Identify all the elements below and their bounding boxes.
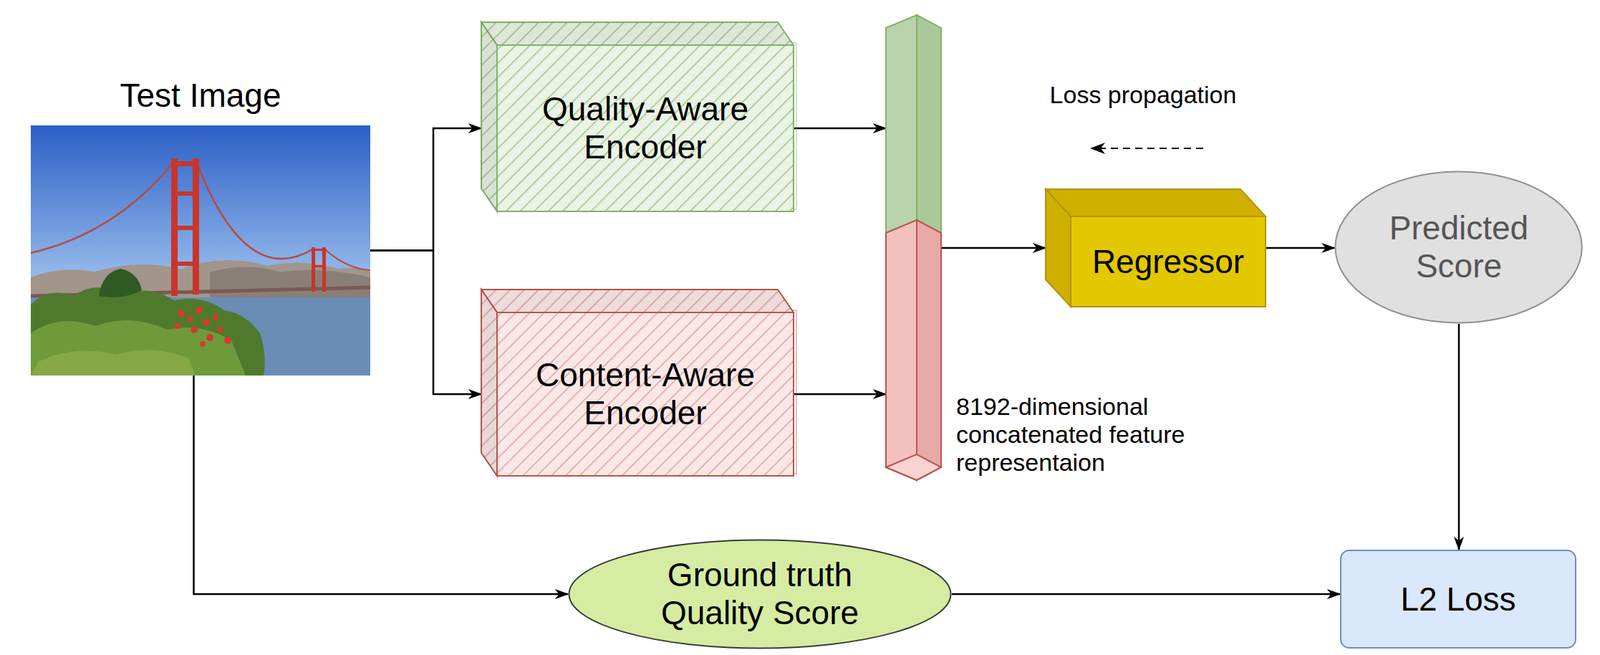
node-label: 8192-dimensional concatenated feature re… xyxy=(956,392,1200,477)
flower xyxy=(224,336,232,344)
connector-arrow xyxy=(370,250,482,395)
cube-shade xyxy=(481,22,794,46)
sky xyxy=(30,125,371,376)
vector-cap xyxy=(885,454,942,480)
bridge-tower xyxy=(171,161,200,167)
flower xyxy=(177,309,185,317)
flower xyxy=(212,314,219,321)
node-label: Predicted Score xyxy=(1369,209,1549,286)
annotation-label: Loss propagation xyxy=(1049,80,1237,109)
node-label: Ground truth Quality Score xyxy=(652,555,868,632)
text-area: L2 Loss xyxy=(1340,549,1577,649)
flower xyxy=(199,340,206,347)
arrow-head xyxy=(1090,142,1106,154)
node-label: Test Image xyxy=(120,76,282,115)
cube-front xyxy=(497,45,794,212)
bridge-photo xyxy=(30,125,371,376)
connector-arrow xyxy=(370,128,482,251)
bridge-tower xyxy=(311,264,326,268)
connector-arrow xyxy=(941,247,1046,250)
text-area: Ground truth Quality Score xyxy=(567,538,952,649)
regressor-box: Regressor xyxy=(1045,189,1266,307)
cube-side xyxy=(481,289,498,476)
node-label: Regressor xyxy=(1092,242,1245,281)
cube-shade xyxy=(481,289,794,313)
ground-truth-ellipse: Ground truth Quality Score xyxy=(567,538,952,649)
connector-arrow xyxy=(793,127,886,130)
text-area: Regressor xyxy=(1070,216,1266,307)
bridge-tower xyxy=(311,247,316,292)
text-area: 8192-dimensional concatenated feature re… xyxy=(956,392,1200,477)
text-area: Predicted Score xyxy=(1334,170,1583,324)
encoder-box: Content-Aware Encoder xyxy=(481,289,794,476)
cube-top xyxy=(481,22,794,46)
encoder-box: Quality-Aware Encoder xyxy=(481,22,794,212)
vector-red-face xyxy=(885,219,917,480)
feature-vector-outline xyxy=(885,15,942,480)
node-label: Quality-Aware Encoder xyxy=(516,90,775,167)
cube-shade xyxy=(481,289,498,476)
test-image: Test Image xyxy=(30,125,371,376)
vector-green-face xyxy=(885,15,917,480)
connector-arrow xyxy=(1458,323,1461,550)
ellipse-shape xyxy=(1335,171,1583,324)
dashed-arrow xyxy=(1100,147,1204,149)
bushes xyxy=(30,350,196,376)
flower xyxy=(217,326,224,333)
flower xyxy=(174,323,181,329)
loss-box: L2 Loss xyxy=(1340,549,1577,649)
node-label: L2 Loss xyxy=(1400,580,1516,619)
bridge-tower xyxy=(311,248,326,251)
connector-arrow xyxy=(793,393,886,396)
bridge-cable xyxy=(324,248,371,271)
bridge-cable xyxy=(196,161,314,259)
bridge-cable xyxy=(30,161,175,253)
flowers xyxy=(174,306,232,347)
flower xyxy=(206,333,214,341)
tree xyxy=(98,268,142,298)
node-label: Content-Aware Encoder xyxy=(516,355,775,432)
text-area: Quality-Aware Encoder xyxy=(497,45,794,212)
cube-side xyxy=(1045,189,1071,307)
bridge-tower xyxy=(171,191,200,196)
vector-red-face xyxy=(916,219,942,480)
bushes xyxy=(30,320,246,376)
feature-vector: 8192-dimensional concatenated feature re… xyxy=(885,15,942,480)
text-area: Test Image xyxy=(30,75,371,116)
ellipse-shape xyxy=(569,540,952,649)
flower xyxy=(190,325,198,334)
cube-front xyxy=(497,312,794,476)
flower xyxy=(202,318,210,326)
connector-arrow xyxy=(951,593,1341,596)
bridge-tower xyxy=(171,225,200,230)
bridge-tower xyxy=(322,247,326,292)
cube-front xyxy=(1070,216,1266,307)
bushes xyxy=(30,287,265,376)
rounded-box xyxy=(1340,550,1576,648)
text-area: Content-Aware Encoder xyxy=(497,312,794,476)
cube-top xyxy=(481,289,794,313)
connector-arrow xyxy=(1265,247,1335,250)
score-ellipse: Predicted Score xyxy=(1334,170,1583,324)
flower xyxy=(195,306,203,314)
cube-shade xyxy=(481,22,498,212)
vector-green-face xyxy=(916,15,942,480)
flower xyxy=(186,315,193,322)
cube-side xyxy=(481,22,498,212)
cube-top xyxy=(1045,189,1266,217)
bridge-tower xyxy=(171,261,200,266)
